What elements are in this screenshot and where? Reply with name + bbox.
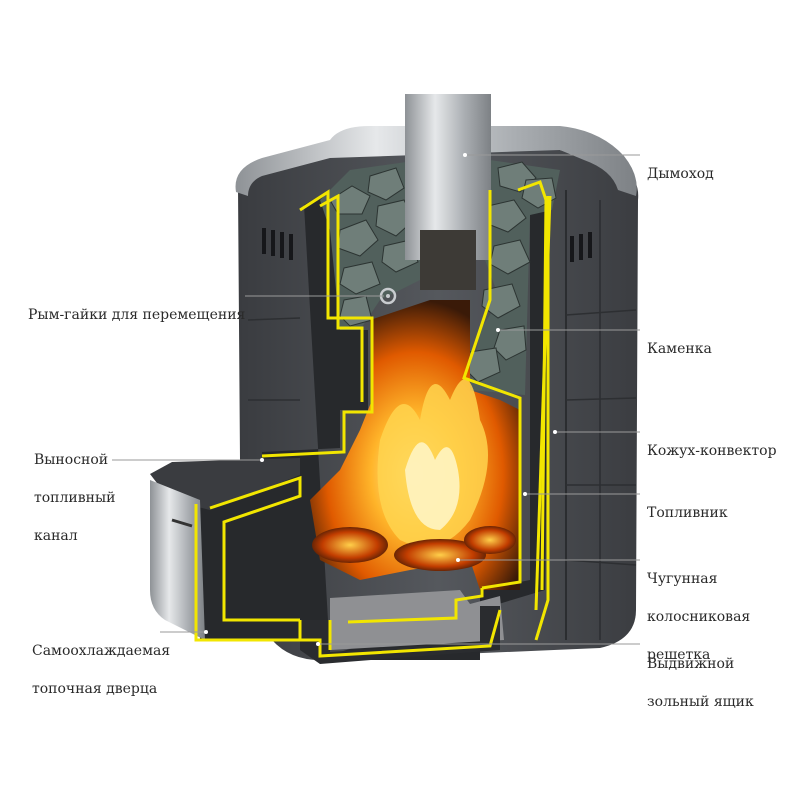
- label-ash-drawer: Выдвижной зольный ящик: [647, 636, 754, 731]
- label-stone-chamber-text: Каменка: [647, 341, 712, 357]
- label-casing: Кожух-конвектор: [647, 423, 777, 480]
- vent-left: [262, 228, 293, 260]
- label-ash-drawer-line-1: Выдвижной: [647, 656, 735, 672]
- label-fuel-channel-line-3: канал: [34, 528, 78, 544]
- label-fuel-channel: Выносной топливный канал: [34, 432, 115, 565]
- leader-lines: [112, 154, 640, 645]
- steel-top-rim: [235, 126, 637, 196]
- label-grate-line-2: колосниковая: [647, 609, 751, 625]
- label-door-line-1: Самоохлаждаемая: [32, 643, 171, 659]
- label-chimney-text: Дымоход: [647, 166, 714, 182]
- label-stone-chamber: Каменка: [647, 321, 712, 378]
- label-fuel-channel-line-1: Выносной: [34, 452, 109, 468]
- inner-cavity: [200, 190, 550, 660]
- leader-dots: [204, 153, 557, 646]
- label-grate-line-1: Чугунная: [647, 571, 718, 587]
- label-eye-bolts: Рым-гайки для перемещения: [28, 287, 245, 344]
- fuel-door: [150, 480, 205, 640]
- label-firebox-text: Топливник: [647, 505, 728, 521]
- fire: [310, 300, 520, 590]
- label-eye-bolts-text: Рым-гайки для перемещения: [28, 307, 246, 323]
- label-casing-text: Кожух-конвектор: [647, 443, 777, 459]
- label-fuel-channel-line-2: топливный: [34, 490, 116, 506]
- vent-right: [570, 232, 592, 262]
- label-grate: Чугунная колосниковая решетка: [647, 551, 750, 684]
- label-door-line-2: топочная дверца: [32, 681, 158, 697]
- chimney-pipe: [405, 88, 491, 290]
- section-outline: [194, 180, 552, 658]
- label-grate-line-3: решетка: [647, 647, 711, 663]
- label-ash-drawer-line-2: зольный ящик: [647, 694, 754, 710]
- label-firebox: Топливник: [647, 485, 728, 542]
- label-chimney: Дымоход: [647, 146, 714, 203]
- label-door: Самоохлаждаемая топочная дверца: [32, 623, 170, 718]
